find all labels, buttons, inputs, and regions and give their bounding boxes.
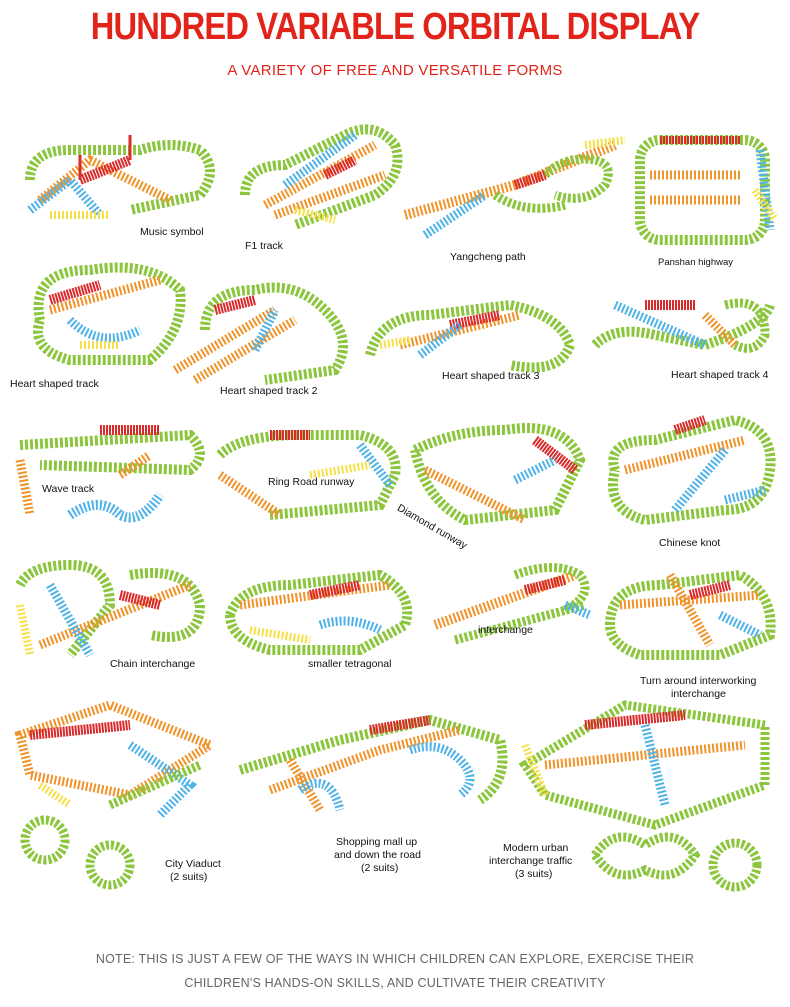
track-label: Heart shaped track 2 <box>220 385 318 397</box>
track-figure-smaller-tetragonal: smaller tetragonal <box>220 555 425 675</box>
track-label: Chain interchange <box>110 658 196 670</box>
track-label-line2: interchange <box>671 688 726 700</box>
track-label: smaller tetragonal <box>308 658 392 670</box>
track-illustration <box>14 700 220 890</box>
track-figure-panshan-highway: Panshan highway <box>630 120 780 270</box>
track-label: Ring Road runway <box>268 476 355 488</box>
track-figure-heart-shaped-track-3: Heart shaped track 3 <box>360 285 580 390</box>
track-figure-heart-shaped-track: Heart shaped track <box>10 250 190 395</box>
track-illustration <box>240 124 403 230</box>
track-label: Shopping mall up <box>336 836 418 848</box>
track-illustration <box>15 559 206 659</box>
track-label-line3: (2 suits) <box>361 862 399 874</box>
track-label-line2: (2 suits) <box>170 871 208 883</box>
page-subtitle: A VARIETY OF FREE AND VERSATILE FORMS <box>227 62 563 79</box>
track-label-line2: and down the road <box>334 849 421 861</box>
track-figure-city-viaduct: City Viaduct (2 suits) <box>10 685 235 890</box>
track-illustration <box>605 569 776 660</box>
track-label: Heart shaped track 3 <box>442 370 540 382</box>
track-figure-yangcheng-path: Yangcheng path <box>395 125 630 265</box>
track-figure-wave-track: Wave track <box>10 405 210 540</box>
track-illustration <box>403 136 626 239</box>
track-label: Heart shaped track <box>10 378 99 390</box>
track-illustration <box>433 563 592 645</box>
track-illustration <box>608 414 776 526</box>
track-figure-music-symbol: Music symbol <box>10 120 225 240</box>
track-label-line2: interchange traffic <box>489 855 573 867</box>
track-illustration <box>635 135 779 245</box>
track-label: Modern urban <box>503 842 569 854</box>
track-illustration <box>15 425 205 523</box>
track-illustration <box>238 714 508 813</box>
track-label: Heart shaped track 4 <box>671 369 769 381</box>
track-label: interchange <box>478 624 533 636</box>
track-label: Wave track <box>42 483 95 495</box>
track-figure-shopping-mall: Shopping mall up and down the road (2 su… <box>230 700 515 875</box>
track-label: Music symbol <box>140 226 204 238</box>
track-figure-modern-urban-interchange: Modern urban interchange traffic (3 suit… <box>485 685 785 900</box>
track-label: City Viaduct <box>165 858 221 870</box>
page-title: HUNDRED VARIABLE ORBITAL DISPLAY <box>90 6 700 48</box>
track-figure-ring-road-runway: Ring Road runway <box>210 415 405 525</box>
track-label: Turn around interworking <box>640 675 757 687</box>
track-figure-diamond-runway: Diamond runway <box>395 410 590 552</box>
track-illustration <box>518 700 770 892</box>
track-figure-heart-shaped-track-2: Heart shaped track 2 <box>165 270 365 400</box>
track-figure-chinese-knot: Chinese knot <box>595 400 785 550</box>
track-label: Chinese knot <box>659 537 721 549</box>
footer-note-line-2: CHILDREN'S HANDS-ON SKILLS, AND CULTIVAT… <box>184 976 606 990</box>
track-figure-f1-track: F1 track <box>235 115 410 252</box>
track-figure-interchange: interchange <box>425 555 600 660</box>
track-illustration <box>225 569 413 655</box>
footer-note-line-1: NOTE: THIS IS JUST A FEW OF THE WAYS IN … <box>95 952 695 966</box>
track-illustration <box>216 430 401 520</box>
track-illustration <box>172 282 348 385</box>
track-label-line3: (3 suits) <box>515 868 553 880</box>
track-illustration <box>365 299 576 373</box>
track-label: F1 track <box>245 240 283 252</box>
track-illustration <box>25 135 215 219</box>
track-label: Yangcheng path <box>450 251 526 263</box>
track-label: Panshan highway <box>658 257 733 268</box>
track-figure-turn-around-interworking-interchange: Turn around interworking interchange <box>600 555 785 705</box>
track-figure-chain-interchange: Chain interchange <box>10 545 215 675</box>
track-illustration <box>33 262 186 365</box>
track-illustration <box>591 298 775 353</box>
track-figure-heart-shaped-track-4: Heart shaped track 4 <box>585 285 785 385</box>
track-illustration <box>410 423 586 526</box>
